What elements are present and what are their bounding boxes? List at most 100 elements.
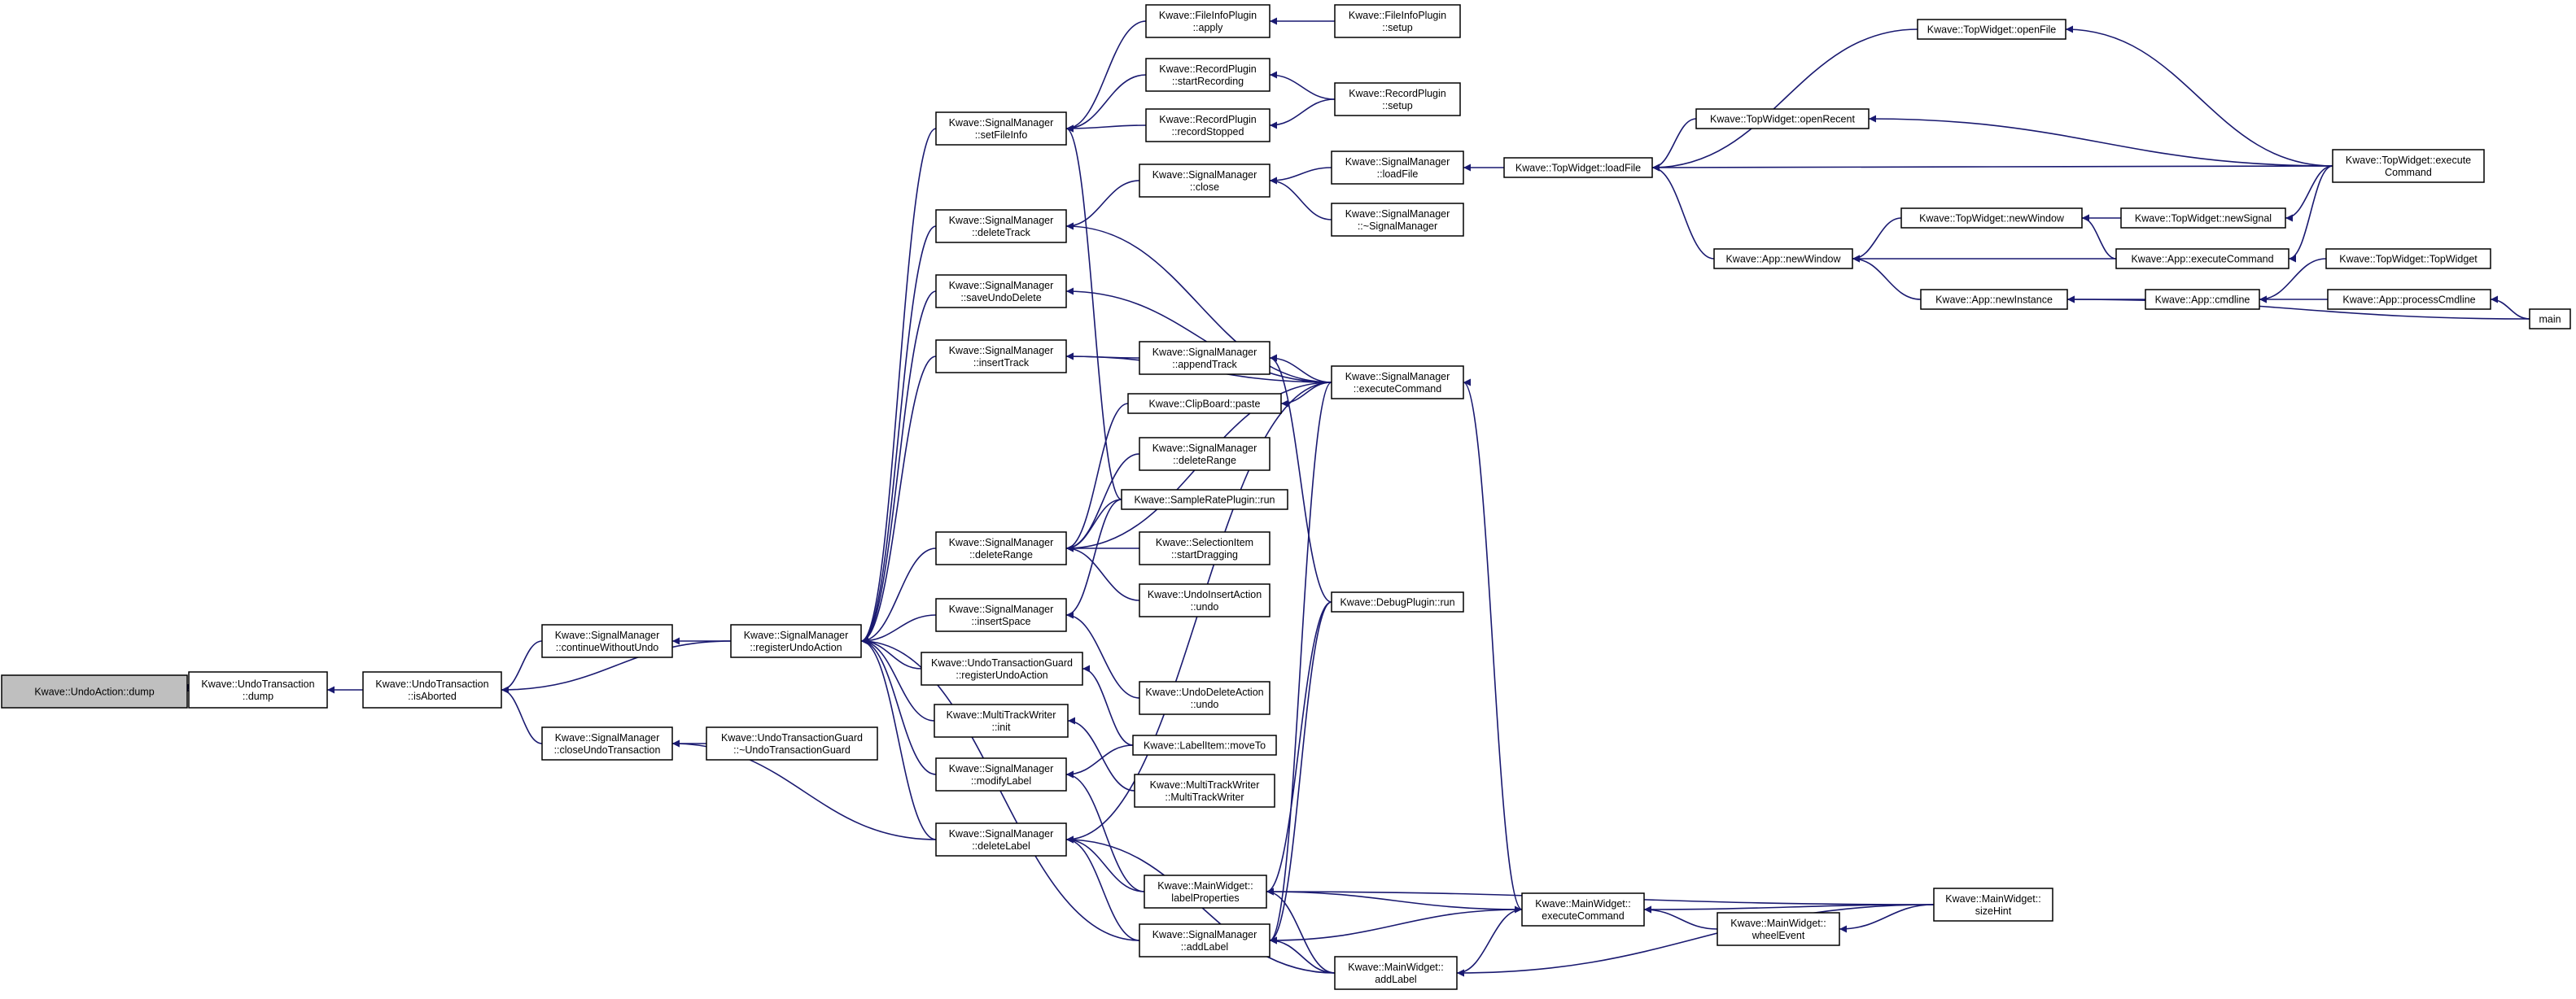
call-edge-n18-to-n8: [1065, 20, 1147, 133]
graph-node[interactable]: Kwave::MultiTrackWriter::init: [934, 704, 1069, 738]
node-label: Kwave::MainWidget::: [1730, 918, 1826, 929]
node-label: Kwave::UndoAction::dump: [34, 687, 154, 698]
graph-node[interactable]: Kwave::App::processCmdline: [2327, 289, 2491, 310]
node-box: [935, 111, 1067, 146]
call-edge-n39-to-n40: [1456, 909, 1523, 977]
graph-node[interactable]: Kwave::SignalManager::insertSpace: [935, 598, 1067, 632]
node-label: ::init: [992, 722, 1011, 733]
graph-node[interactable]: Kwave::App::newWindow: [1713, 248, 1853, 269]
node-box: [921, 652, 1083, 686]
graph-node[interactable]: Kwave::SignalManager::deleteRange: [935, 531, 1067, 565]
graph-node[interactable]: Kwave::RecordPlugin::setup: [1334, 82, 1461, 116]
graph-node[interactable]: Kwave::App::executeCommand: [2115, 248, 2290, 269]
node-label: main: [2539, 314, 2561, 325]
graph-node[interactable]: Kwave::FileInfoPlugin::apply: [1145, 4, 1271, 38]
node-box: [935, 339, 1067, 373]
graph-node[interactable]: Kwave::SampleRatePlugin::run: [1121, 489, 1288, 510]
call-edge-n43-to-n41: [1651, 118, 1697, 172]
graph-node[interactable]: Kwave::TopWidget::newWindow: [1900, 207, 2083, 229]
graph-node[interactable]: Kwave::UndoTransaction::dump: [188, 671, 328, 709]
graph-node[interactable]: Kwave::TopWidget::executeCommand: [2332, 149, 2485, 183]
graph-node[interactable]: Kwave::App::cmdline: [2145, 289, 2260, 310]
node-box: [1334, 82, 1461, 116]
graph-node[interactable]: Kwave::SignalManager::deleteRange: [1139, 437, 1271, 471]
node-label: Command: [2385, 167, 2432, 178]
graph-node[interactable]: Kwave::UndoTransaction::isAborted: [362, 671, 502, 709]
graph-node[interactable]: Kwave::RecordPlugin::startRecording: [1145, 58, 1271, 92]
call-edge-n54-to-n40: [1456, 904, 1935, 977]
call-edge-n13-to-n6: [860, 614, 937, 645]
graph-node[interactable]: Kwave::SignalManager::continueWithoutUnd…: [541, 624, 673, 658]
graph-node[interactable]: Kwave::UndoTransactionGuard::registerUnd…: [921, 652, 1083, 686]
graph-node[interactable]: Kwave::SelectionItem::startDragging: [1139, 531, 1271, 565]
graph-node[interactable]: Kwave::DebugPlugin::run: [1331, 591, 1464, 613]
graph-node[interactable]: Kwave::TopWidget::openRecent: [1695, 108, 1870, 129]
graph-node[interactable]: Kwave::SignalManager::loadFile: [1331, 151, 1464, 185]
graph-node[interactable]: Kwave::UndoTransactionGuard::~UndoTransa…: [706, 726, 878, 761]
graph-node[interactable]: Kwave::TopWidget::loadFile: [1503, 157, 1653, 178]
graph-node[interactable]: Kwave::MainWidget::executeCommand: [1521, 892, 1645, 927]
node-label: Kwave::RecordPlugin: [1159, 114, 1257, 125]
graph-node[interactable]: Kwave::MainWidget::wheelEvent: [1717, 912, 1840, 946]
graph-node[interactable]: Kwave::SignalManager::registerUndoAction: [730, 624, 862, 658]
call-edge-n37-to-n23: [1280, 382, 1332, 408]
graph-node[interactable]: Kwave::MainWidget::addLabel: [1334, 956, 1458, 990]
graph-node[interactable]: Kwave::TopWidget::openFile: [1917, 19, 2066, 40]
node-box: [1331, 203, 1464, 237]
graph-node[interactable]: Kwave::SignalManager::appendTrack: [1139, 341, 1271, 375]
graph-node[interactable]: Kwave::SignalManager::setFileInfo: [935, 111, 1067, 146]
graph-node[interactable]: Kwave::SignalManager::insertTrack: [935, 339, 1067, 373]
node-label: ::insertSpace: [972, 616, 1031, 627]
call-edge-n51-to-n48: [2285, 165, 2333, 222]
node-label: Kwave::SignalManager: [555, 732, 660, 744]
graph-node[interactable]: Kwave::SignalManager::executeCommand: [1331, 365, 1464, 399]
node-label: ::registerUndoAction: [750, 642, 842, 653]
call-edge-n55-to-n53: [2490, 295, 2530, 320]
graph-node[interactable]: Kwave::LabelItem::moveTo: [1132, 735, 1277, 756]
graph-node[interactable]: Kwave::SignalManager::deleteTrack: [935, 209, 1067, 243]
node-label: Kwave::TopWidget::TopWidget: [2339, 254, 2478, 265]
graph-node[interactable]: Kwave::SignalManager::addLabel: [1139, 923, 1271, 958]
graph-node[interactable]: Kwave::UndoDeleteAction::undo: [1139, 681, 1271, 715]
node-label: ::executeCommand: [1354, 383, 1441, 395]
graph-node[interactable]: Kwave::MultiTrackWriter::MultiTrackWrite…: [1134, 774, 1275, 808]
node-label: Kwave::App::newInstance: [1935, 294, 2053, 306]
node-label: ::startRecording: [1172, 76, 1244, 87]
call-edge-n23-to-n12: [1065, 403, 1129, 552]
node-label: sizeHint: [1975, 905, 2012, 917]
graph-node[interactable]: Kwave::MainWidget::labelProperties: [1144, 875, 1267, 909]
node-box: [1121, 489, 1288, 510]
graph-node[interactable]: Kwave::ClipBoard::paste: [1127, 393, 1282, 414]
node-label: Kwave::SignalManager: [1345, 371, 1450, 382]
graph-node[interactable]: Kwave::SignalManager::saveUndoDelete: [935, 274, 1067, 308]
node-label: wheelEvent: [1752, 930, 1805, 941]
call-edge-n51-to-n49: [2288, 165, 2333, 263]
node-box: [935, 822, 1067, 857]
call-edge-n30-to-n15: [1067, 717, 1135, 792]
graph-node[interactable]: Kwave::FileInfoPlugin::setup: [1334, 4, 1461, 38]
graph-node[interactable]: Kwave::SignalManager::closeUndoTransacti…: [541, 726, 673, 761]
node-label: Kwave::App::processCmdline: [2342, 294, 2475, 306]
node-box: [1145, 108, 1271, 142]
graph-node[interactable]: Kwave::App::newInstance: [1920, 289, 2068, 310]
node-box: [1717, 912, 1840, 946]
graph-node[interactable]: Kwave::SignalManager::~SignalManager: [1331, 203, 1464, 237]
node-label: ::startDragging: [1171, 549, 1238, 561]
graph-node[interactable]: Kwave::UndoAction::dump: [1, 674, 188, 709]
graph-node[interactable]: Kwave::MainWidget::sizeHint: [1933, 888, 2053, 922]
graph-node[interactable]: Kwave::TopWidget::TopWidget: [2325, 248, 2491, 269]
graph-node[interactable]: Kwave::RecordPlugin::recordStopped: [1145, 108, 1271, 142]
graph-node[interactable]: Kwave::SignalManager::modifyLabel: [935, 757, 1067, 792]
graph-node[interactable]: Kwave::TopWidget::newSignal: [2120, 207, 2286, 229]
node-box: [1331, 365, 1464, 399]
graph-node[interactable]: Kwave::SignalManager::close: [1139, 164, 1271, 198]
node-label: ::deleteTrack: [972, 227, 1031, 238]
call-edge-n51-to-n41: [1651, 164, 2333, 172]
node-box: [2115, 248, 2290, 269]
call-edge-n44-to-n45: [1852, 217, 1902, 263]
graph-node[interactable]: Kwave::SignalManager::deleteLabel: [935, 822, 1067, 857]
graph-node[interactable]: main: [2529, 308, 2571, 329]
graph-node[interactable]: Kwave::UndoInsertAction::undo: [1139, 583, 1271, 617]
call-edge-n40-to-n31: [1266, 888, 1336, 974]
call-edge-n28-to-n13: [1065, 611, 1140, 699]
